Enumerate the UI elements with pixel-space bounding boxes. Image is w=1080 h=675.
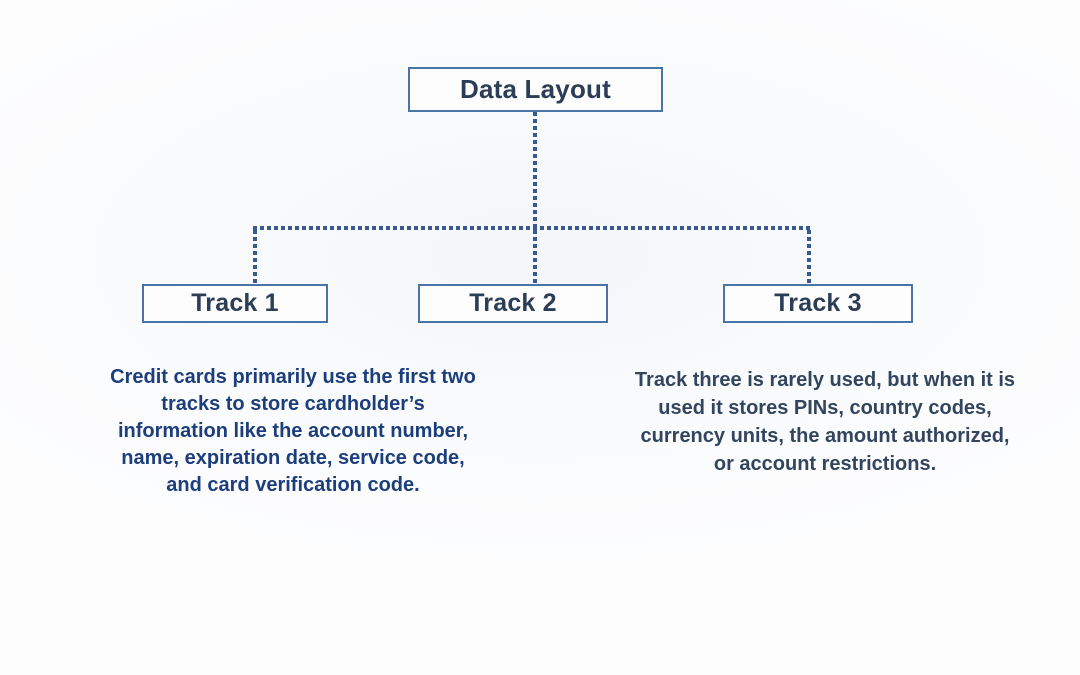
note-line: tracks to store cardholder’s — [161, 393, 425, 415]
connector-drop-track-2 — [533, 230, 537, 284]
note-line: currency units, the amount authorized, — [640, 425, 1010, 447]
note-line: Credit cards primarily use the first two — [110, 366, 476, 388]
note-line: Track three is rarely used, but when it … — [634, 369, 1016, 391]
connector-root-vertical — [533, 112, 537, 230]
node-track-1: Track 1 — [142, 284, 328, 323]
note-line: and card verification code. — [166, 474, 420, 496]
note-track-3: Track three is rarely used, but when it … — [605, 366, 1045, 478]
connector-drop-track-3 — [807, 230, 811, 284]
connector-horizontal-bus — [253, 226, 811, 230]
node-track-3-label: Track 3 — [774, 289, 862, 317]
connector-drop-track-1 — [253, 230, 257, 284]
node-track-1-label: Track 1 — [191, 289, 279, 317]
node-track-2: Track 2 — [418, 284, 608, 323]
note-line: name, expiration date, service code, — [121, 447, 465, 469]
note-tracks-1-2: Credit cards primarily use the first two… — [78, 364, 508, 499]
node-data-layout: Data Layout — [408, 67, 663, 112]
note-line: or account restrictions. — [713, 453, 937, 475]
note-line: used it stores PINs, country codes, — [658, 397, 992, 419]
node-track-3: Track 3 — [723, 284, 913, 323]
node-track-2-label: Track 2 — [469, 289, 557, 317]
note-line: information like the account number, — [117, 420, 469, 442]
node-data-layout-label: Data Layout — [459, 74, 611, 104]
